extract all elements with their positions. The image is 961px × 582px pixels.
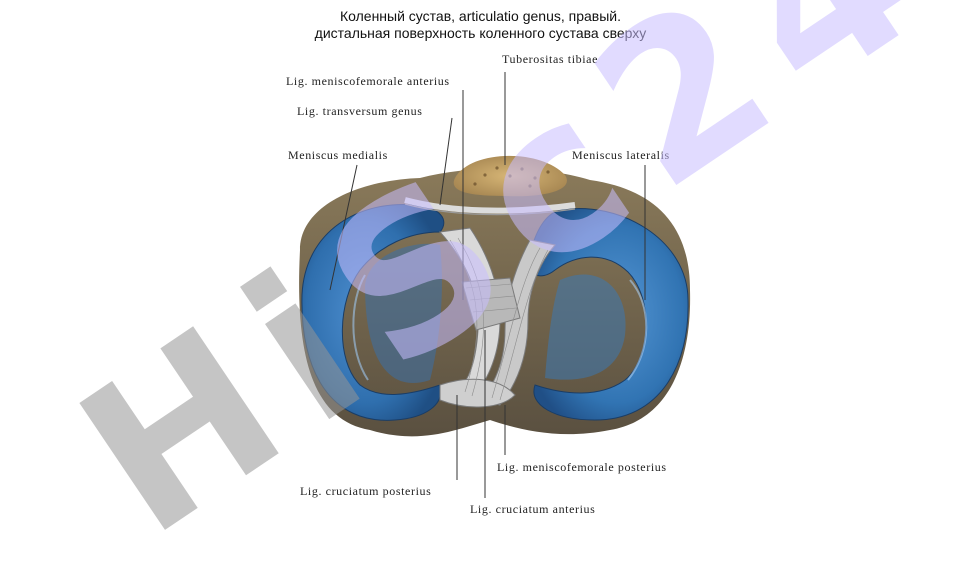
title-line-1: Коленный сустав, articulatio genus, прав…: [339, 8, 622, 24]
label-lig-cruciatum-anterius: Lig. cruciatum anterius: [470, 502, 596, 516]
label-lig-meniscofemorale-anterius: Lig. meniscofemorale anterius: [286, 74, 450, 88]
page-title: Коленный сустав, articulatio genus, прав…: [0, 8, 961, 42]
title-line-2: дистальная поверхность коленного сустава…: [314, 25, 647, 41]
label-lig-transversum-genus: Lig. transversum genus: [297, 104, 423, 118]
label-lig-meniscofemorale-posterius: Lig. meniscofemorale posterius: [497, 460, 667, 474]
leader-lines: [329, 72, 646, 498]
lig-transversum-shape: [404, 197, 576, 214]
label-lig-cruciatum-posterius: Lig. cruciatum posterius: [300, 484, 432, 498]
meniscus-lateralis-shape: [528, 208, 689, 421]
label-meniscus-medialis: Meniscus medialis: [288, 148, 388, 162]
meniscus-medialis-shape: [301, 203, 445, 421]
label-tuberositas-tibiae: Tuberositas tibiae: [502, 52, 599, 66]
knee-illustration: [299, 72, 691, 498]
label-meniscus-lateralis: Meniscus lateralis: [572, 148, 670, 162]
